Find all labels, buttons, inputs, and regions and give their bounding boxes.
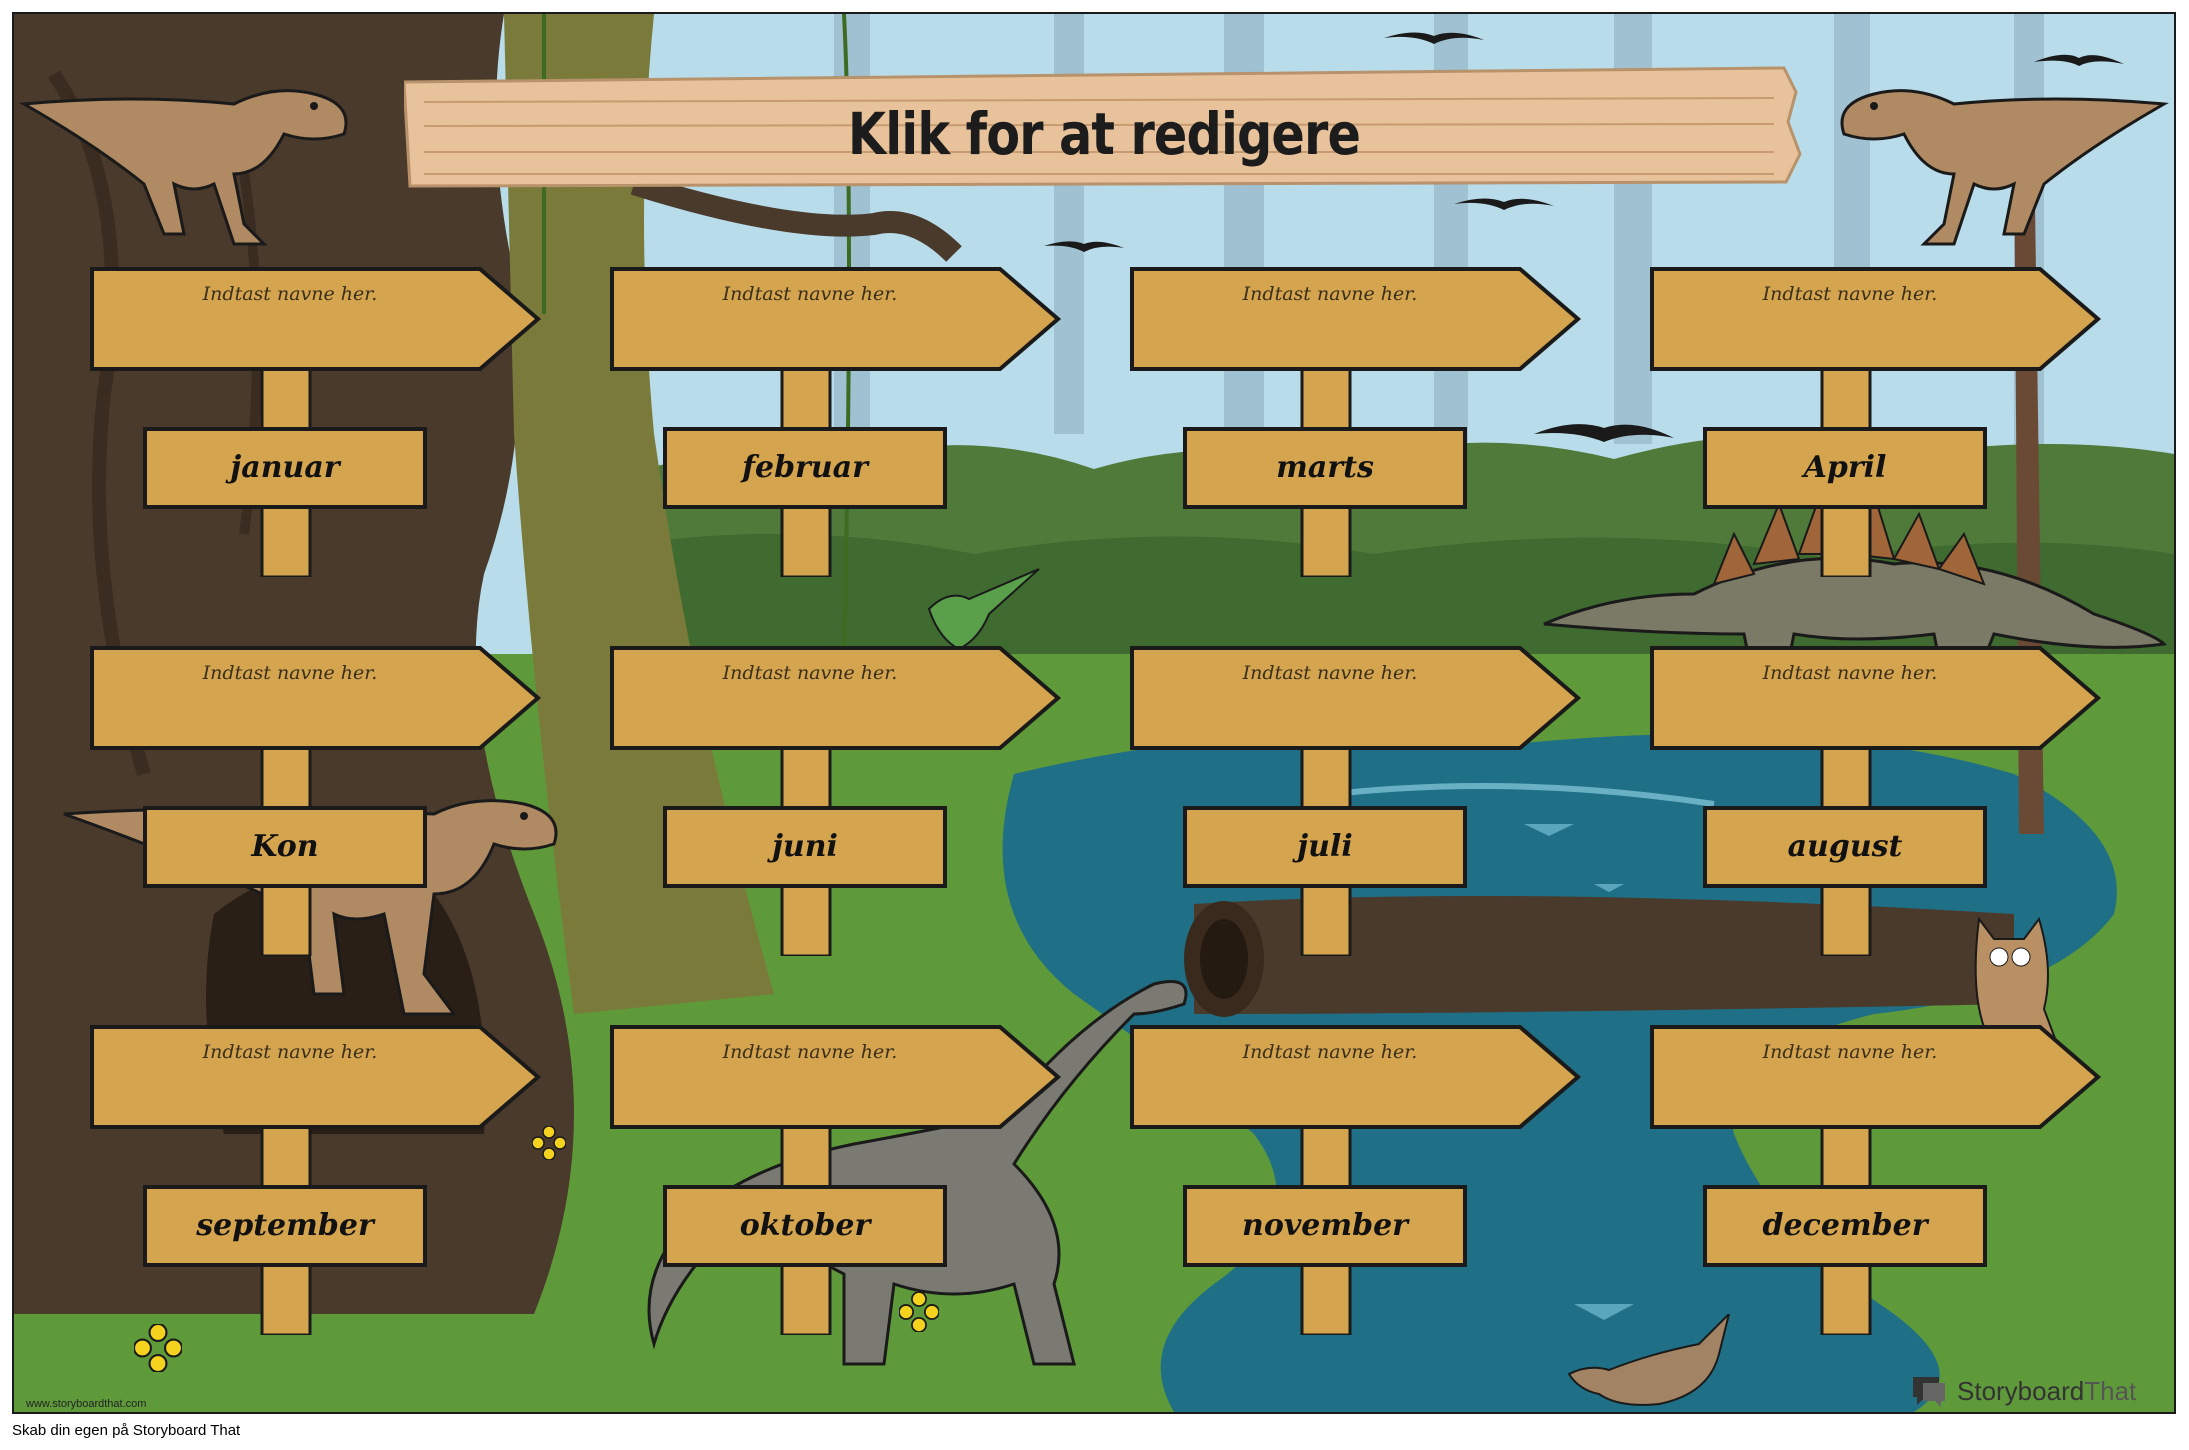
month-label[interactable]: Kon [251, 829, 319, 864]
sign-note[interactable]: Indtast navne her. [202, 1041, 378, 1063]
signpost-september[interactable]: Indtast navne her. september [90, 1025, 550, 1335]
sign-note[interactable]: Indtast navne her. [1242, 662, 1418, 684]
month-label[interactable]: januar [230, 450, 340, 485]
signpost-may[interactable]: Indtast navne her. Kon [90, 646, 550, 956]
signpost-april[interactable]: Indtast navne her. April [1650, 267, 2110, 577]
month-label[interactable]: marts [1276, 450, 1374, 485]
month-label[interactable]: juni [772, 829, 838, 864]
watermark: www.storyboardthat.com [26, 1398, 147, 1410]
signpost-august[interactable]: Indtast navne her. august [1650, 646, 2110, 956]
sign-note[interactable]: Indtast navne her. [1242, 283, 1418, 305]
sign-note[interactable]: Indtast navne her. [202, 662, 378, 684]
sign-note[interactable]: Indtast navne her. [1762, 1041, 1938, 1063]
signpost-february[interactable]: Indtast navne her. februar [610, 267, 1070, 577]
title-banner [404, 66, 1802, 188]
sign-note[interactable]: Indtast navne her. [1762, 283, 1938, 305]
month-label[interactable]: september [196, 1208, 374, 1243]
hummingbird-icon [927, 568, 1040, 651]
brand-suffix: That [2084, 1375, 2137, 1406]
sign-note[interactable]: Indtast navne her. [1762, 662, 1938, 684]
signpost-june[interactable]: Indtast navne her. juni [610, 646, 1070, 956]
page-title[interactable]: Klik for at redigere [847, 100, 1361, 168]
month-label[interactable]: oktober [739, 1208, 871, 1243]
signpost-december[interactable]: Indtast navne her. december [1650, 1025, 2110, 1335]
sign-note[interactable]: Indtast navne her. [722, 662, 898, 684]
flower-icon [532, 1126, 566, 1160]
signpost-january[interactable]: Indtast navne her. januar [90, 267, 550, 577]
brand-label: StoryboardThat [1957, 1376, 2136, 1407]
sign-note[interactable]: Indtast navne her. [202, 283, 378, 305]
sign-note[interactable]: Indtast navne her. [722, 1041, 898, 1063]
poster: Klik for at redigere Indtast navne her. … [12, 12, 2176, 1414]
sign-note[interactable]: Indtast navne her. [722, 283, 898, 305]
storyboardthat-logo-icon [1913, 1377, 1945, 1407]
brand-name: Storyboard [1957, 1375, 2085, 1406]
sign-note[interactable]: Indtast navne her. [1242, 1041, 1418, 1063]
duck-icon [1567, 1314, 1731, 1406]
month-label[interactable]: november [1242, 1208, 1408, 1243]
t-rex-icon [19, 89, 348, 246]
signpost-march[interactable]: Indtast navne her. marts [1130, 267, 1590, 577]
month-label[interactable]: februar [742, 450, 868, 485]
month-label[interactable]: juli [1297, 829, 1353, 864]
owl-icon [1974, 916, 2061, 1051]
flower-icon [899, 1292, 939, 1332]
month-label[interactable]: december [1762, 1208, 1928, 1243]
signpost-october[interactable]: Indtast navne her. oktober [610, 1025, 1070, 1335]
month-label[interactable]: august [1787, 829, 1903, 864]
signpost-july[interactable]: Indtast navne her. juli [1130, 646, 1590, 956]
footer-link[interactable]: Skab din egen på Storyboard That [12, 1422, 241, 1439]
t-rex-icon [1840, 89, 2169, 246]
month-label[interactable]: April [1803, 450, 1887, 485]
storyboardthat-brand[interactable]: StoryboardThat [1909, 1369, 2136, 1412]
flower-icon [134, 1324, 182, 1372]
signpost-november[interactable]: Indtast navne her. november [1130, 1025, 1590, 1335]
